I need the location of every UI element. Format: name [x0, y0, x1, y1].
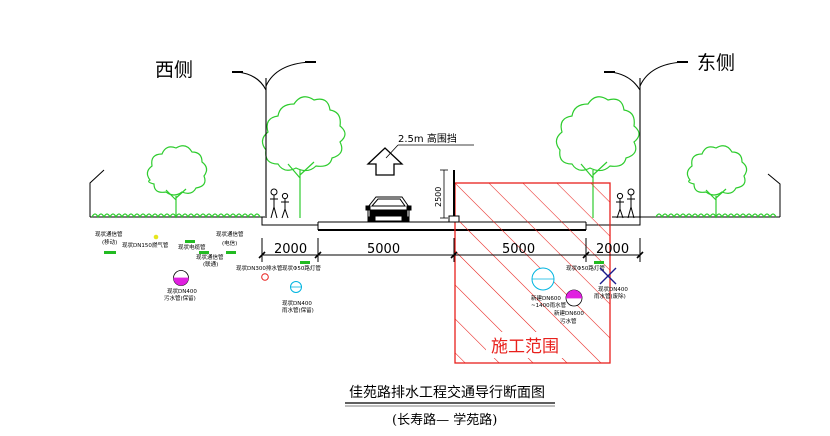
dim-west-lane: 5000 [367, 242, 400, 257]
pipe-sublabel: (电信) [222, 239, 237, 247]
pipe-sublabel: ~1400雨水管 [531, 301, 567, 309]
pipe-label: 现状通信管 [216, 230, 244, 238]
pipe-sublabel: 雨水管(保留) [282, 306, 314, 314]
pipe-label: 现状电缆管 [178, 243, 206, 251]
pipe-label: 现状Φ50路灯管 [282, 264, 321, 272]
pipe-label: 现状通信管 [196, 253, 224, 261]
street-lamp-east [604, 61, 688, 218]
fence-callout: 2.5m 高围挡 [385, 132, 474, 159]
pipe-rain-dn400: 现状DN400 雨水管(保留) [282, 281, 314, 314]
traffic-direction-arrow-icon [366, 147, 404, 176]
pipe-label: 新建DN600 [554, 309, 584, 317]
fence-vertical-dimension: 2500 [434, 187, 443, 207]
car [365, 196, 412, 223]
pipe-sublabel: 污水管(保留) [164, 294, 196, 302]
pipe-sewage-dn300: 现状DN300排水管 [236, 264, 283, 281]
fence-height-note: 2.5m 高围挡 [398, 132, 457, 145]
pipe-telecom-mobile: 现状通信管 (移动) [95, 230, 123, 254]
pipe-rain-dn400-removed: 现状DN400 雨水管(废除) [594, 267, 628, 300]
dim-east-lane: 5000 [502, 242, 535, 257]
tree-west-small [146, 145, 208, 218]
pedestrians-west [270, 188, 289, 219]
pipe-label: 新建DN600 [531, 294, 561, 302]
tree-west-large [261, 96, 346, 218]
pipe-label: 现状通信管 [95, 230, 123, 238]
pipe-sewage-new-dn600: 新建DN600 污水管 [554, 289, 584, 325]
west-slope-edge [89, 169, 105, 217]
east-green-belt [612, 213, 780, 219]
pipe-sublabel: 污水管 [560, 317, 577, 325]
temporary-fence [440, 169, 460, 223]
street-lamp-west [232, 61, 316, 218]
construction-zone: 施工范围 [454, 182, 611, 364]
drawing-title: 佳苑路排水工程交通导行断面图 (长寿路— 学苑路) [345, 384, 555, 428]
pipe-telecom-telecom: 现状通信管 (电信) [216, 230, 244, 254]
pipe-label: 现状DN150燃气管 [122, 241, 169, 249]
pedestrians-east [616, 188, 635, 219]
pipe-sublabel: 雨水管(废除) [594, 292, 626, 300]
east-slope-edge [767, 173, 781, 217]
pipe-street-light-east: 现状Φ50路灯管 [566, 261, 605, 272]
title-sub: (长寿路— 学苑路) [392, 412, 497, 428]
pipe-label: 现状DN300排水管 [236, 264, 283, 272]
pipe-label: 现状DN400 [167, 287, 197, 295]
pipe-sewage-dn400: 现状DN400 污水管(保留) [164, 270, 197, 302]
tree-east-small [686, 145, 748, 218]
dim-east-sidewalk: 2000 [596, 242, 629, 257]
west-side-label: 西侧 [155, 59, 193, 81]
pipe-sublabel: (移动) [102, 238, 117, 246]
west-green-belt [90, 213, 265, 219]
dimension-line [258, 238, 644, 262]
pipe-label: 现状Φ50路灯管 [566, 264, 605, 272]
pipe-rain-new-dn600: 新建DN600 ~1400雨水管 [531, 267, 567, 309]
pipe-street-light-west: 现状Φ50路灯管 [282, 261, 321, 272]
title-main: 佳苑路排水工程交通导行断面图 [349, 384, 545, 401]
east-side-label: 东侧 [697, 52, 735, 74]
pipe-label: 现状DN400 [598, 285, 628, 293]
pipe-sublabel: (联通) [203, 260, 218, 268]
pipe-telecom-unicom: 现状通信管 (联通) [196, 251, 224, 268]
construction-zone-label: 施工范围 [491, 337, 559, 357]
pipe-label: 现状DN400 [282, 299, 312, 307]
dim-west-sidewalk: 2000 [274, 242, 307, 257]
pipe-power-cable: 现状电缆管 [178, 240, 206, 251]
removed-cross-icon [599, 267, 617, 285]
pipe-gas-dn150: 现状DN150燃气管 [122, 234, 169, 249]
